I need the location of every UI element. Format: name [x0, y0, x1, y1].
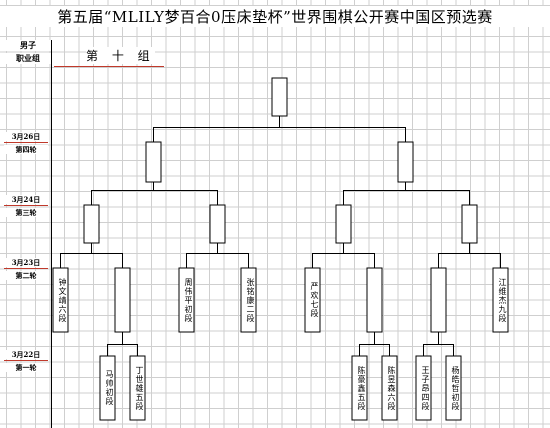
quarterfinal-box: [83, 204, 100, 244]
player-box: [304, 267, 321, 333]
player-box: [99, 355, 116, 421]
player-name-r1: 陈豪鑫五段: [357, 365, 366, 411]
player-box: [351, 355, 368, 421]
player-name-r1: 丁世雄五段: [135, 365, 144, 411]
player-name-r1: 王子昂四段: [421, 365, 430, 411]
player-name-r2: 张铭康二段: [246, 277, 255, 323]
round4-date: 3月26日: [4, 132, 48, 141]
match-box: [366, 267, 383, 333]
player-box: [240, 267, 257, 333]
round3-label: 第三轮: [4, 208, 48, 217]
player-box: [381, 355, 398, 421]
round2-label: 第二轮: [4, 271, 48, 280]
round1-label: 第一轮: [4, 363, 48, 372]
round1-divider: [4, 360, 48, 361]
match-box: [114, 267, 131, 333]
round2-divider: [4, 268, 48, 269]
player-box: [129, 355, 146, 421]
player-box: [445, 355, 462, 421]
match-box: [430, 267, 447, 333]
round3-date: 3月24日: [4, 195, 48, 204]
category-division: 职业组: [4, 53, 52, 64]
player-box: [178, 267, 195, 333]
player-box: [492, 267, 509, 333]
sidebar-divider: [51, 40, 52, 428]
round2-date: 3月23日: [4, 258, 48, 267]
round4-divider: [4, 142, 48, 143]
round4-label: 第四轮: [4, 145, 48, 154]
winner-box: [271, 77, 288, 117]
semifinal-box-right: [397, 141, 414, 183]
quarterfinal-box: [335, 204, 352, 244]
player-box: [52, 267, 69, 333]
player-name-r1: 陈昱森六段: [387, 365, 396, 411]
semifinal-box-left: [145, 141, 162, 183]
player-name-r1: 马帅初段: [105, 370, 114, 406]
quarterfinal-box: [209, 204, 226, 244]
player-name-r2: 周伟平初段: [184, 277, 193, 323]
page-title: 第五届“MLILY梦百合0压床垫杯”世界围棋公开赛中国区预选赛: [0, 6, 550, 27]
round1-date: 3月22日: [4, 350, 48, 359]
player-name-r2: 江维杰九段: [498, 277, 507, 323]
group-underline: [54, 66, 164, 67]
player-name-r1: 杨皓哲初段: [451, 365, 460, 411]
player-name-r2: 钟文靖六段: [58, 277, 67, 323]
group-title: 第 十 组: [86, 47, 155, 64]
player-name-r2: 严欢七段: [310, 282, 319, 318]
round3-divider: [4, 205, 48, 206]
category-gender: 男子: [4, 40, 52, 51]
player-box: [415, 355, 432, 421]
quarterfinal-box: [461, 204, 478, 244]
